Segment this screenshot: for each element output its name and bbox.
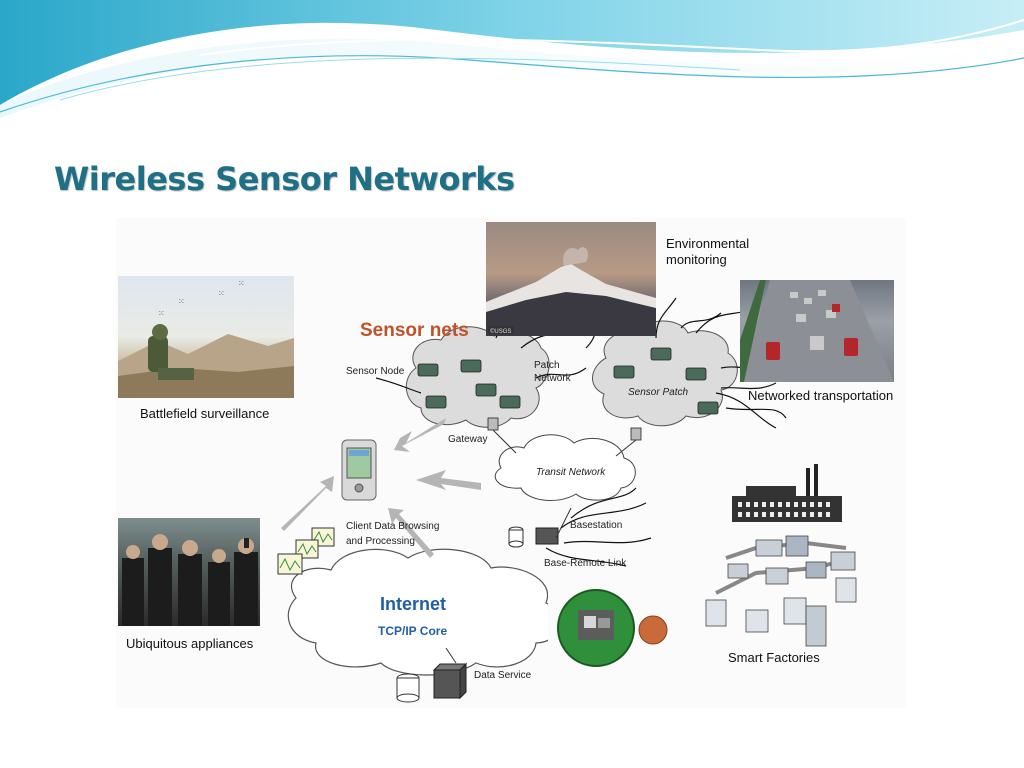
sensor-nodes (417, 347, 719, 415)
label-data-service: Data Service (474, 670, 532, 681)
volcano-photo: ©USGS (486, 222, 656, 336)
client-screens (277, 527, 335, 575)
label-client-1: Client Data Browsing (346, 521, 440, 532)
sensor-board-photo (548, 586, 672, 668)
transit-network-cloud (494, 434, 636, 501)
label-internet: Internet (380, 594, 447, 614)
label-base-remote-link: Base-Remote Link (544, 558, 627, 569)
crowd-photo (118, 518, 260, 626)
label-gateway: Gateway (448, 434, 488, 445)
base-remote-wires (545, 487, 652, 567)
diagram-drawing (277, 287, 857, 703)
svg-text:⁙: ⁙ (238, 279, 245, 288)
wsn-diagram: ©USGS ⁙ ⁙ ⁙ ⁙ (116, 218, 906, 708)
label-ubiquitous: Ubiquitous appliances (126, 636, 254, 651)
label-patch: Patch (534, 360, 560, 371)
traffic-photo (740, 280, 894, 382)
usgs-credit: ©USGS (490, 328, 511, 335)
data-service-group (396, 662, 468, 703)
label-tcpip-core: TCP/IP Core (378, 624, 448, 638)
label-network: Network (534, 373, 571, 384)
label-environmental: Environmental (666, 236, 750, 251)
label-sensor-patch: Sensor Patch (628, 387, 689, 398)
label-smart-factories: Smart Factories (728, 650, 820, 665)
svg-text:⁙: ⁙ (158, 309, 165, 318)
label-transit-network: Transit Network (536, 467, 606, 478)
label-sensor-node: Sensor Node (346, 366, 405, 377)
basestation-group (508, 526, 559, 548)
svg-text:⁙: ⁙ (218, 289, 225, 298)
factory-building (732, 464, 842, 522)
label-basestation: Basestation (570, 520, 623, 531)
slide-title: Wireless Sensor Networks (54, 160, 515, 198)
label-networked-transportation: Networked transportation (748, 388, 894, 403)
label-client-2: and Processing (346, 536, 415, 547)
top-wave-decoration (0, 0, 1024, 118)
label-monitoring: monitoring (666, 252, 727, 267)
battlefield-photo: ⁙ ⁙ ⁙ ⁙ (118, 276, 294, 398)
svg-text:⁙: ⁙ (178, 297, 185, 306)
data-flow-arrows (281, 418, 481, 558)
pda-device (341, 439, 377, 501)
factory-machines (705, 535, 857, 647)
label-battlefield: Battlefield surveillance (140, 406, 270, 421)
sensor-nets-heading: Sensor nets (360, 320, 469, 341)
